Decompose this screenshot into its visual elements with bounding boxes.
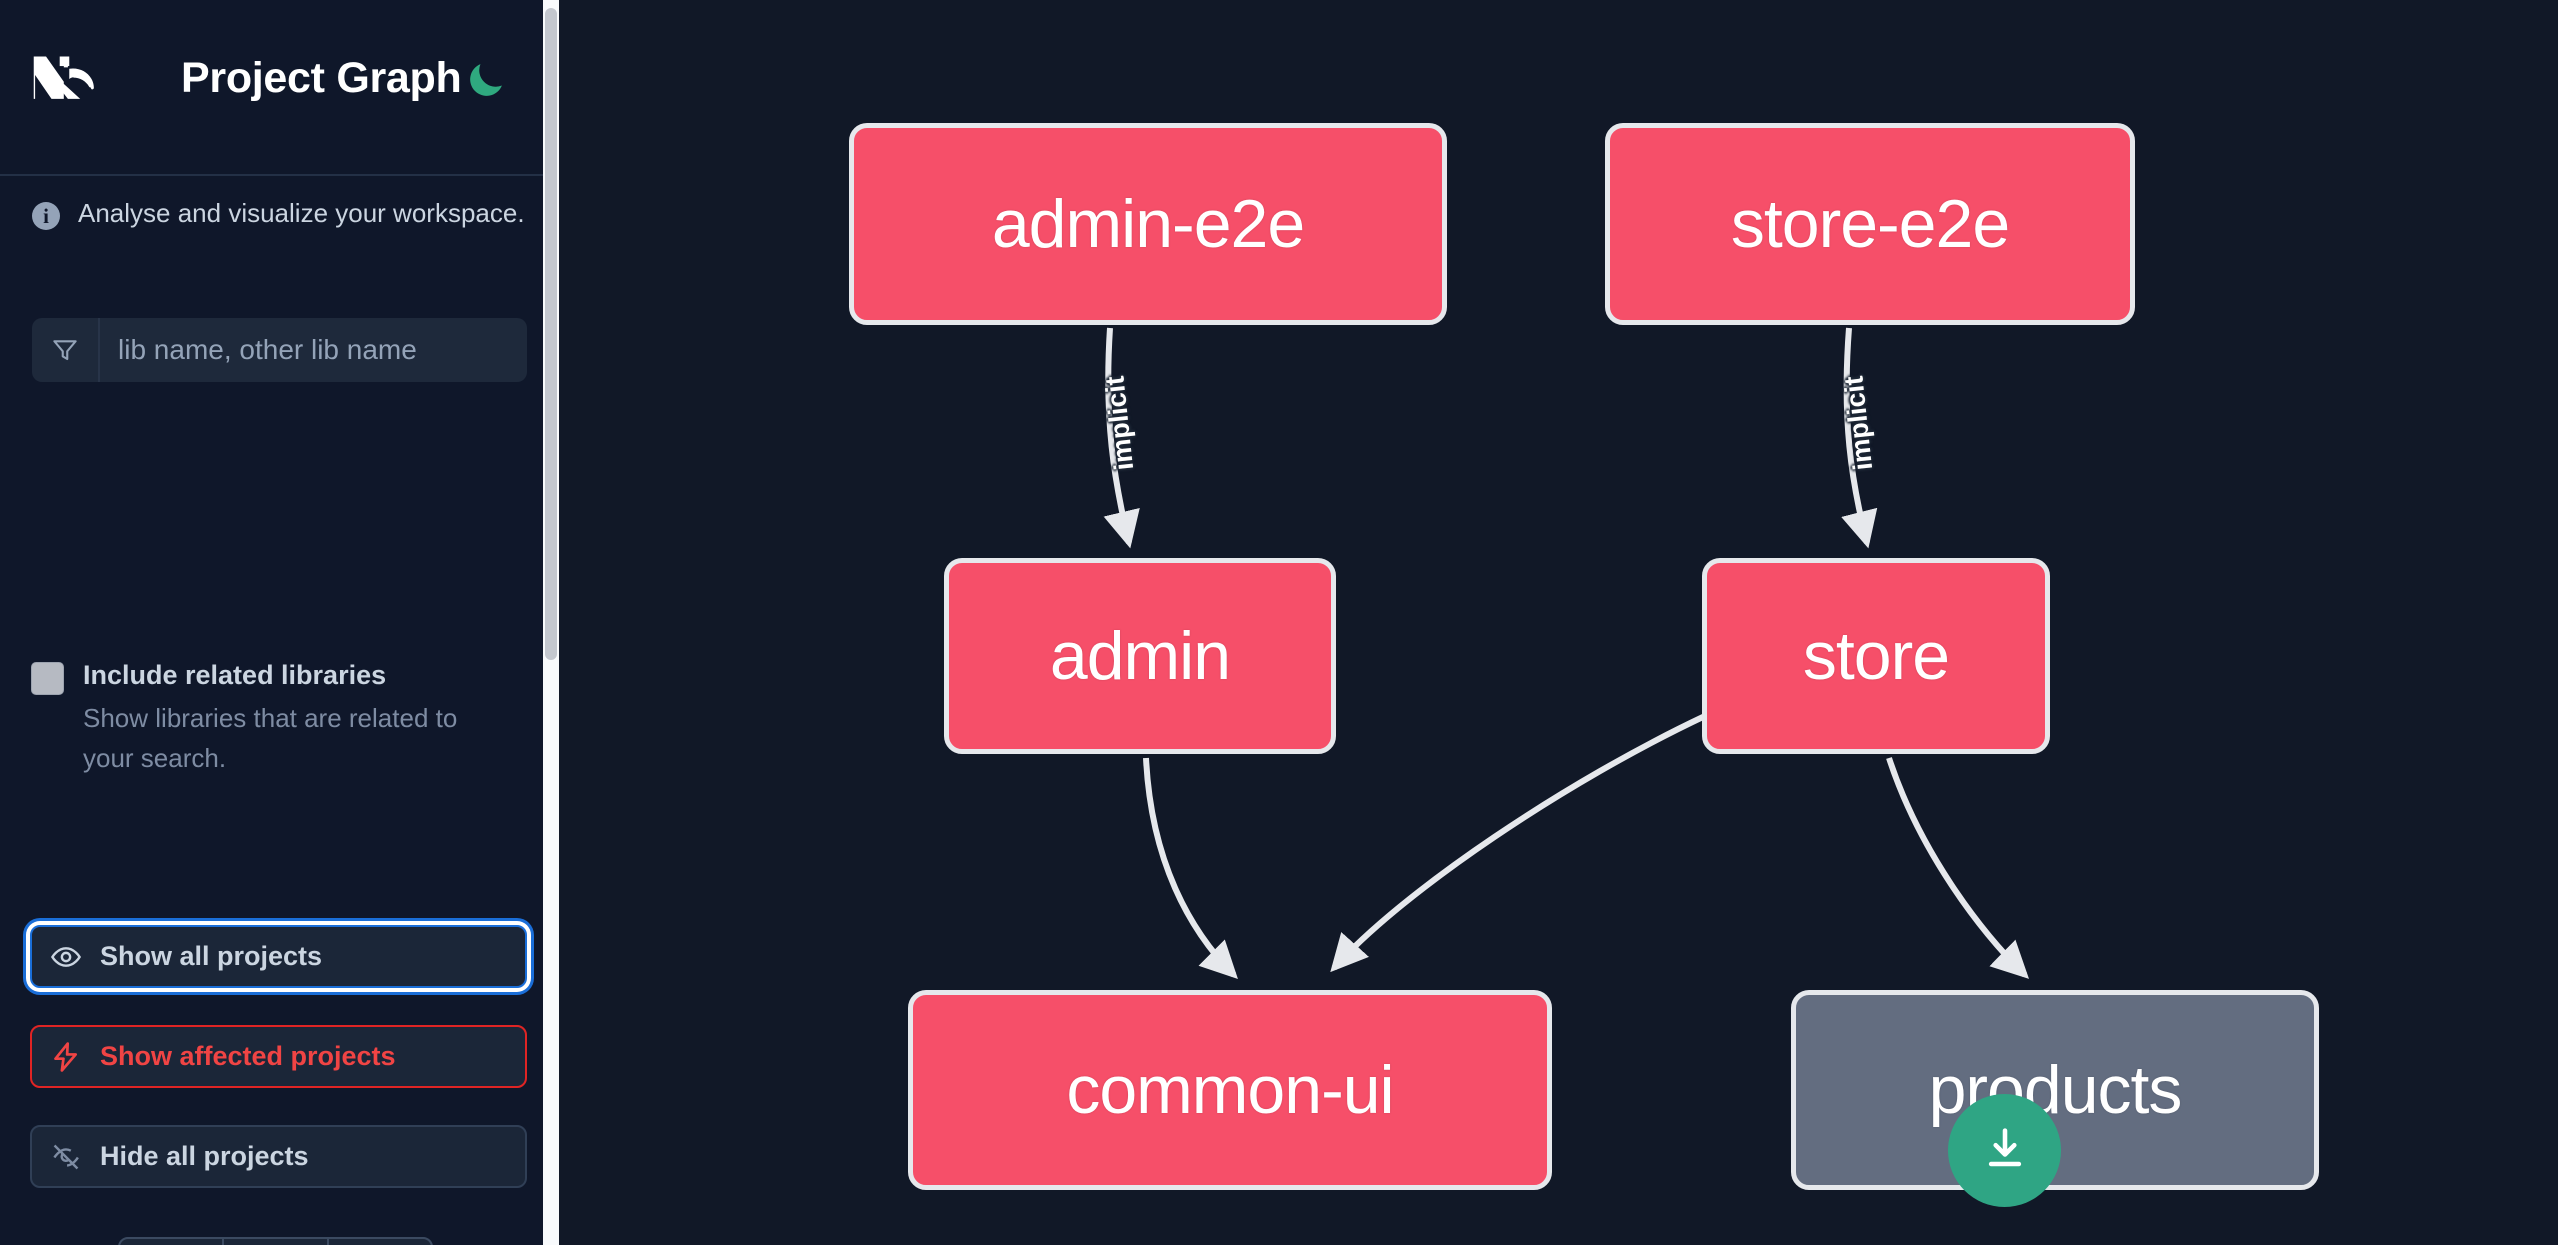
moon-icon[interactable]: [463, 57, 509, 103]
graph-node-common-ui[interactable]: common-ui: [908, 990, 1552, 1190]
button-label: Show affected projects: [100, 1041, 396, 1071]
eye-icon: [32, 941, 100, 973]
option-description: Show libraries that are related to your …: [83, 703, 458, 773]
graph-edges: [1103, 327, 2029, 979]
segment-item[interactable]: [329, 1239, 431, 1245]
project-graph-canvas[interactable]: admin-e2e store-e2e admin store common-u…: [559, 0, 2558, 1245]
page-title: Project Graph: [181, 54, 462, 102]
sidebar: Project Graph i Analyse and visualize yo…: [0, 0, 559, 1245]
graph-node-store[interactable]: store: [1702, 558, 2050, 754]
sidebar-header: Project Graph: [0, 0, 559, 176]
segment-item[interactable]: [120, 1239, 225, 1245]
eye-slash-icon: [32, 1141, 100, 1173]
node-label: admin-e2e: [991, 186, 1305, 262]
segment-item[interactable]: [224, 1239, 329, 1245]
download-icon: [1979, 1122, 2031, 1179]
option-label: Include related libraries: [83, 660, 387, 690]
node-label: store: [1802, 618, 1950, 694]
graph-node-store-e2e[interactable]: store-e2e: [1605, 123, 2135, 325]
search-filter-box: [32, 318, 527, 382]
hide-all-projects-button[interactable]: Hide all projects: [30, 1125, 527, 1188]
node-label: store-e2e: [1730, 186, 2010, 262]
button-label: Show all projects: [100, 941, 323, 971]
info-circle-icon: i: [32, 202, 60, 230]
node-label: admin: [1049, 618, 1231, 694]
button-label: Hide all projects: [100, 1141, 309, 1171]
nx-logo-icon: [31, 52, 113, 102]
filter-funnel-icon[interactable]: [32, 318, 100, 382]
workspace-info: i Analyse and visualize your workspace.: [0, 192, 559, 252]
search-input[interactable]: [100, 318, 527, 382]
segmented-control[interactable]: [118, 1237, 433, 1245]
show-affected-projects-button[interactable]: Show affected projects: [30, 1025, 527, 1088]
workspace-info-text: Analyse and visualize your workspace.: [78, 198, 525, 228]
sidebar-scrollbar-thumb[interactable]: [545, 8, 557, 660]
graph-node-admin[interactable]: admin: [944, 558, 1336, 754]
download-graph-button[interactable]: [1948, 1094, 2061, 1207]
show-all-projects-button[interactable]: Show all projects: [30, 925, 527, 988]
lightning-icon: [32, 1040, 100, 1074]
node-label: common-ui: [1066, 1052, 1394, 1128]
checkbox-include-related-libraries[interactable]: [31, 662, 64, 695]
graph-node-admin-e2e[interactable]: admin-e2e: [849, 123, 1447, 325]
